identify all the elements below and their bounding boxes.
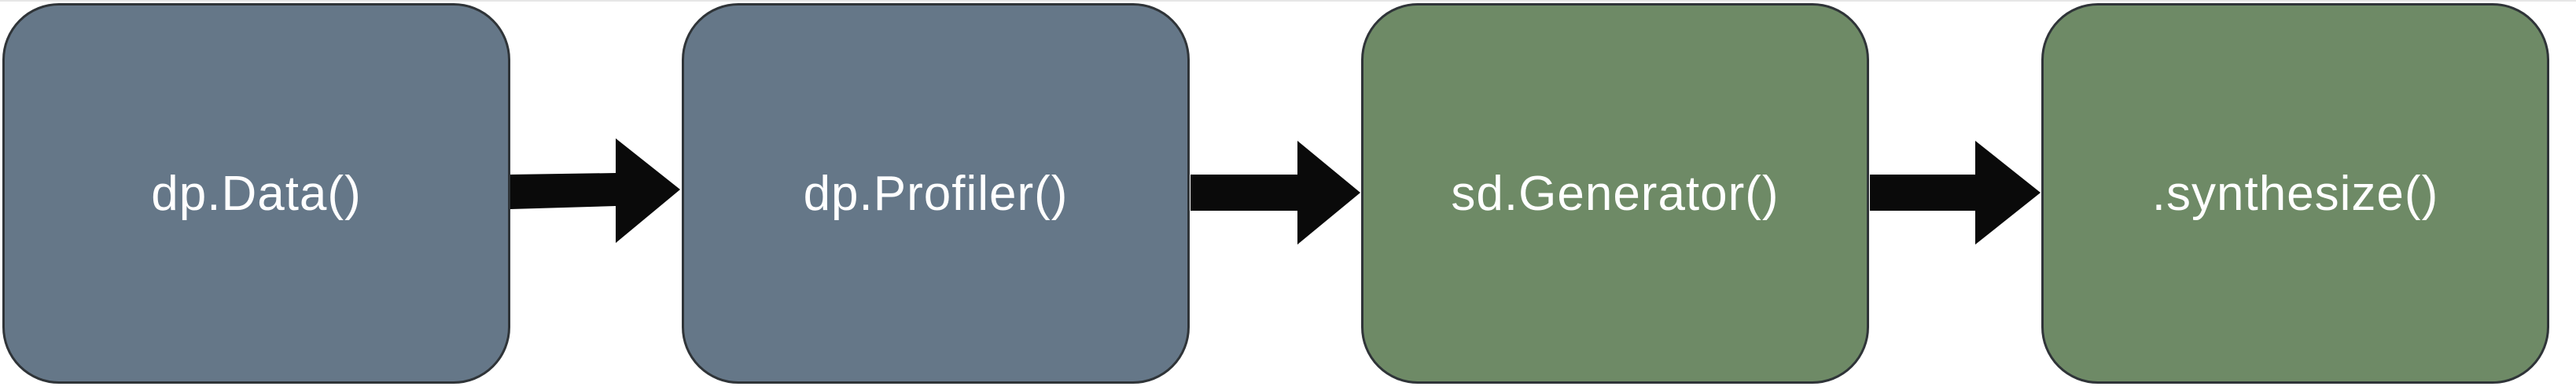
arrow-head (1975, 141, 2041, 245)
node-label: sd.Generator() (1451, 166, 1779, 221)
arrow-head (616, 138, 680, 243)
node-synthesize: .synthesize() (2041, 3, 2549, 384)
node-sd-generator: sd.Generator() (1361, 3, 1869, 384)
arrow-shaft (1190, 175, 1299, 211)
node-label: dp.Profiler() (803, 166, 1069, 221)
node-dp-data: dp.Data() (2, 3, 510, 384)
node-dp-profiler: dp.Profiler() (682, 3, 1190, 384)
arrow-profiler-to-generator (1190, 141, 1360, 245)
arrow-data-to-profiler (510, 138, 680, 243)
arrow-shaft (510, 173, 616, 209)
arrow-head (1297, 141, 1360, 245)
node-label: .synthesize() (2151, 166, 2439, 221)
node-label: dp.Data() (151, 166, 362, 221)
top-divider (0, 0, 2576, 2)
arrow-shaft (1870, 175, 1977, 211)
arrow-generator-to-synthesize (1870, 141, 2041, 245)
